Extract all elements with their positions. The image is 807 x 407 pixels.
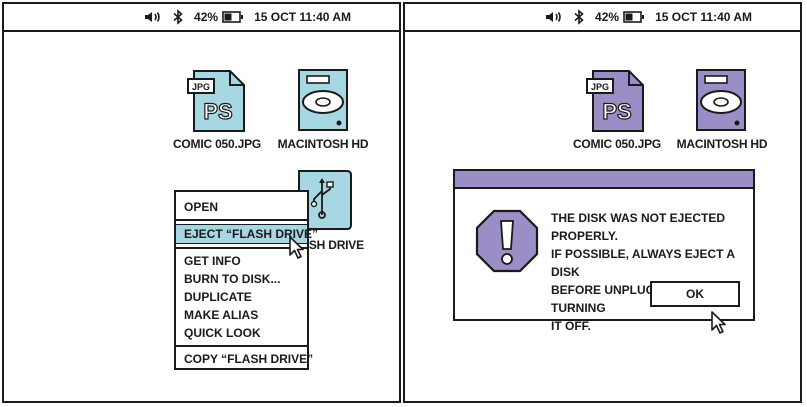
warning-icon: [475, 209, 539, 278]
alert-dialog: THE DISK WAS NOT EJECTED PROPERLY. IF PO…: [453, 169, 755, 333]
menu-item-make-alias[interactable]: MAKE ALIAS: [184, 308, 259, 322]
battery-percent: 42%: [595, 10, 620, 24]
menu-divider: [176, 247, 307, 249]
mouse-pointer-icon: [289, 236, 305, 265]
file-icon[interactable]: JPG PS: [186, 69, 250, 133]
hard-drive-icon[interactable]: [689, 68, 753, 132]
file-badge: JPG: [192, 82, 210, 92]
dialog-message-line: IT OFF.: [551, 319, 591, 333]
usb-drive-icon[interactable]: [293, 169, 355, 231]
menu-item-eject[interactable]: EJECT “FLASH DRIVE”: [176, 224, 318, 244]
battery-icon: [623, 11, 645, 23]
file-icon[interactable]: JPG PS: [585, 69, 649, 133]
menu-bar: 42% 15 OCT 11:40 AM: [405, 4, 800, 32]
dialog-title-bar[interactable]: [455, 171, 753, 189]
menu-item-copy[interactable]: COPY “FLASH DRIVE”: [184, 352, 314, 366]
battery-status[interactable]: 42%: [595, 10, 645, 24]
context-menu: OPEN EJECT “FLASH DRIVE” GET INFO BURN T…: [174, 190, 318, 370]
file-badge: JPG: [591, 82, 609, 92]
ok-button[interactable]: OK: [650, 281, 740, 307]
hard-drive-icon[interactable]: [291, 68, 355, 132]
mouse-pointer-icon: [711, 311, 727, 340]
dialog-message-line: IF POSSIBLE, ALWAYS EJECT A DISK: [551, 247, 735, 279]
file-mark: PS: [602, 99, 631, 124]
dialog-message-line: THE DISK WAS NOT EJECTED PROPERLY.: [551, 211, 726, 243]
hard-drive-label: MACINTOSH HD: [676, 137, 768, 151]
clock[interactable]: 15 OCT 11:40 AM: [655, 10, 752, 24]
bluetooth-icon[interactable]: [573, 9, 585, 25]
right-scene: 42% 15 OCT 11:40 AM JPG PS COMIC 050.JPG…: [403, 2, 802, 403]
menu-divider: [176, 219, 307, 221]
clock[interactable]: 15 OCT 11:40 AM: [254, 10, 351, 24]
dialog-message: THE DISK WAS NOT EJECTED PROPERLY. IF PO…: [551, 209, 751, 335]
left-scene: 42% 15 OCT 11:40 AM JPG PS COMIC 050.JPG…: [2, 2, 401, 403]
bluetooth-icon[interactable]: [172, 9, 184, 25]
volume-icon[interactable]: [144, 10, 162, 24]
file-icon-label: COMIC 050.JPG: [572, 137, 662, 151]
menu-item-quick-look[interactable]: QUICK LOOK: [184, 326, 261, 340]
hard-drive-label: MACINTOSH HD: [277, 137, 369, 151]
menu-divider: [176, 345, 307, 347]
battery-icon: [222, 11, 244, 23]
volume-icon[interactable]: [545, 10, 563, 24]
menu-item-get-info[interactable]: GET INFO: [184, 254, 241, 268]
menu-item-burn-to-disk[interactable]: BURN TO DISK...: [184, 272, 281, 286]
file-mark: PS: [203, 99, 232, 124]
battery-percent: 42%: [194, 10, 219, 24]
menu-item-open[interactable]: OPEN: [184, 200, 219, 214]
menu-bar: 42% 15 OCT 11:40 AM: [4, 4, 399, 32]
battery-status[interactable]: 42%: [194, 10, 244, 24]
file-icon-label: COMIC 050.JPG: [172, 137, 262, 151]
menu-item-duplicate[interactable]: DUPLICATE: [184, 290, 252, 304]
